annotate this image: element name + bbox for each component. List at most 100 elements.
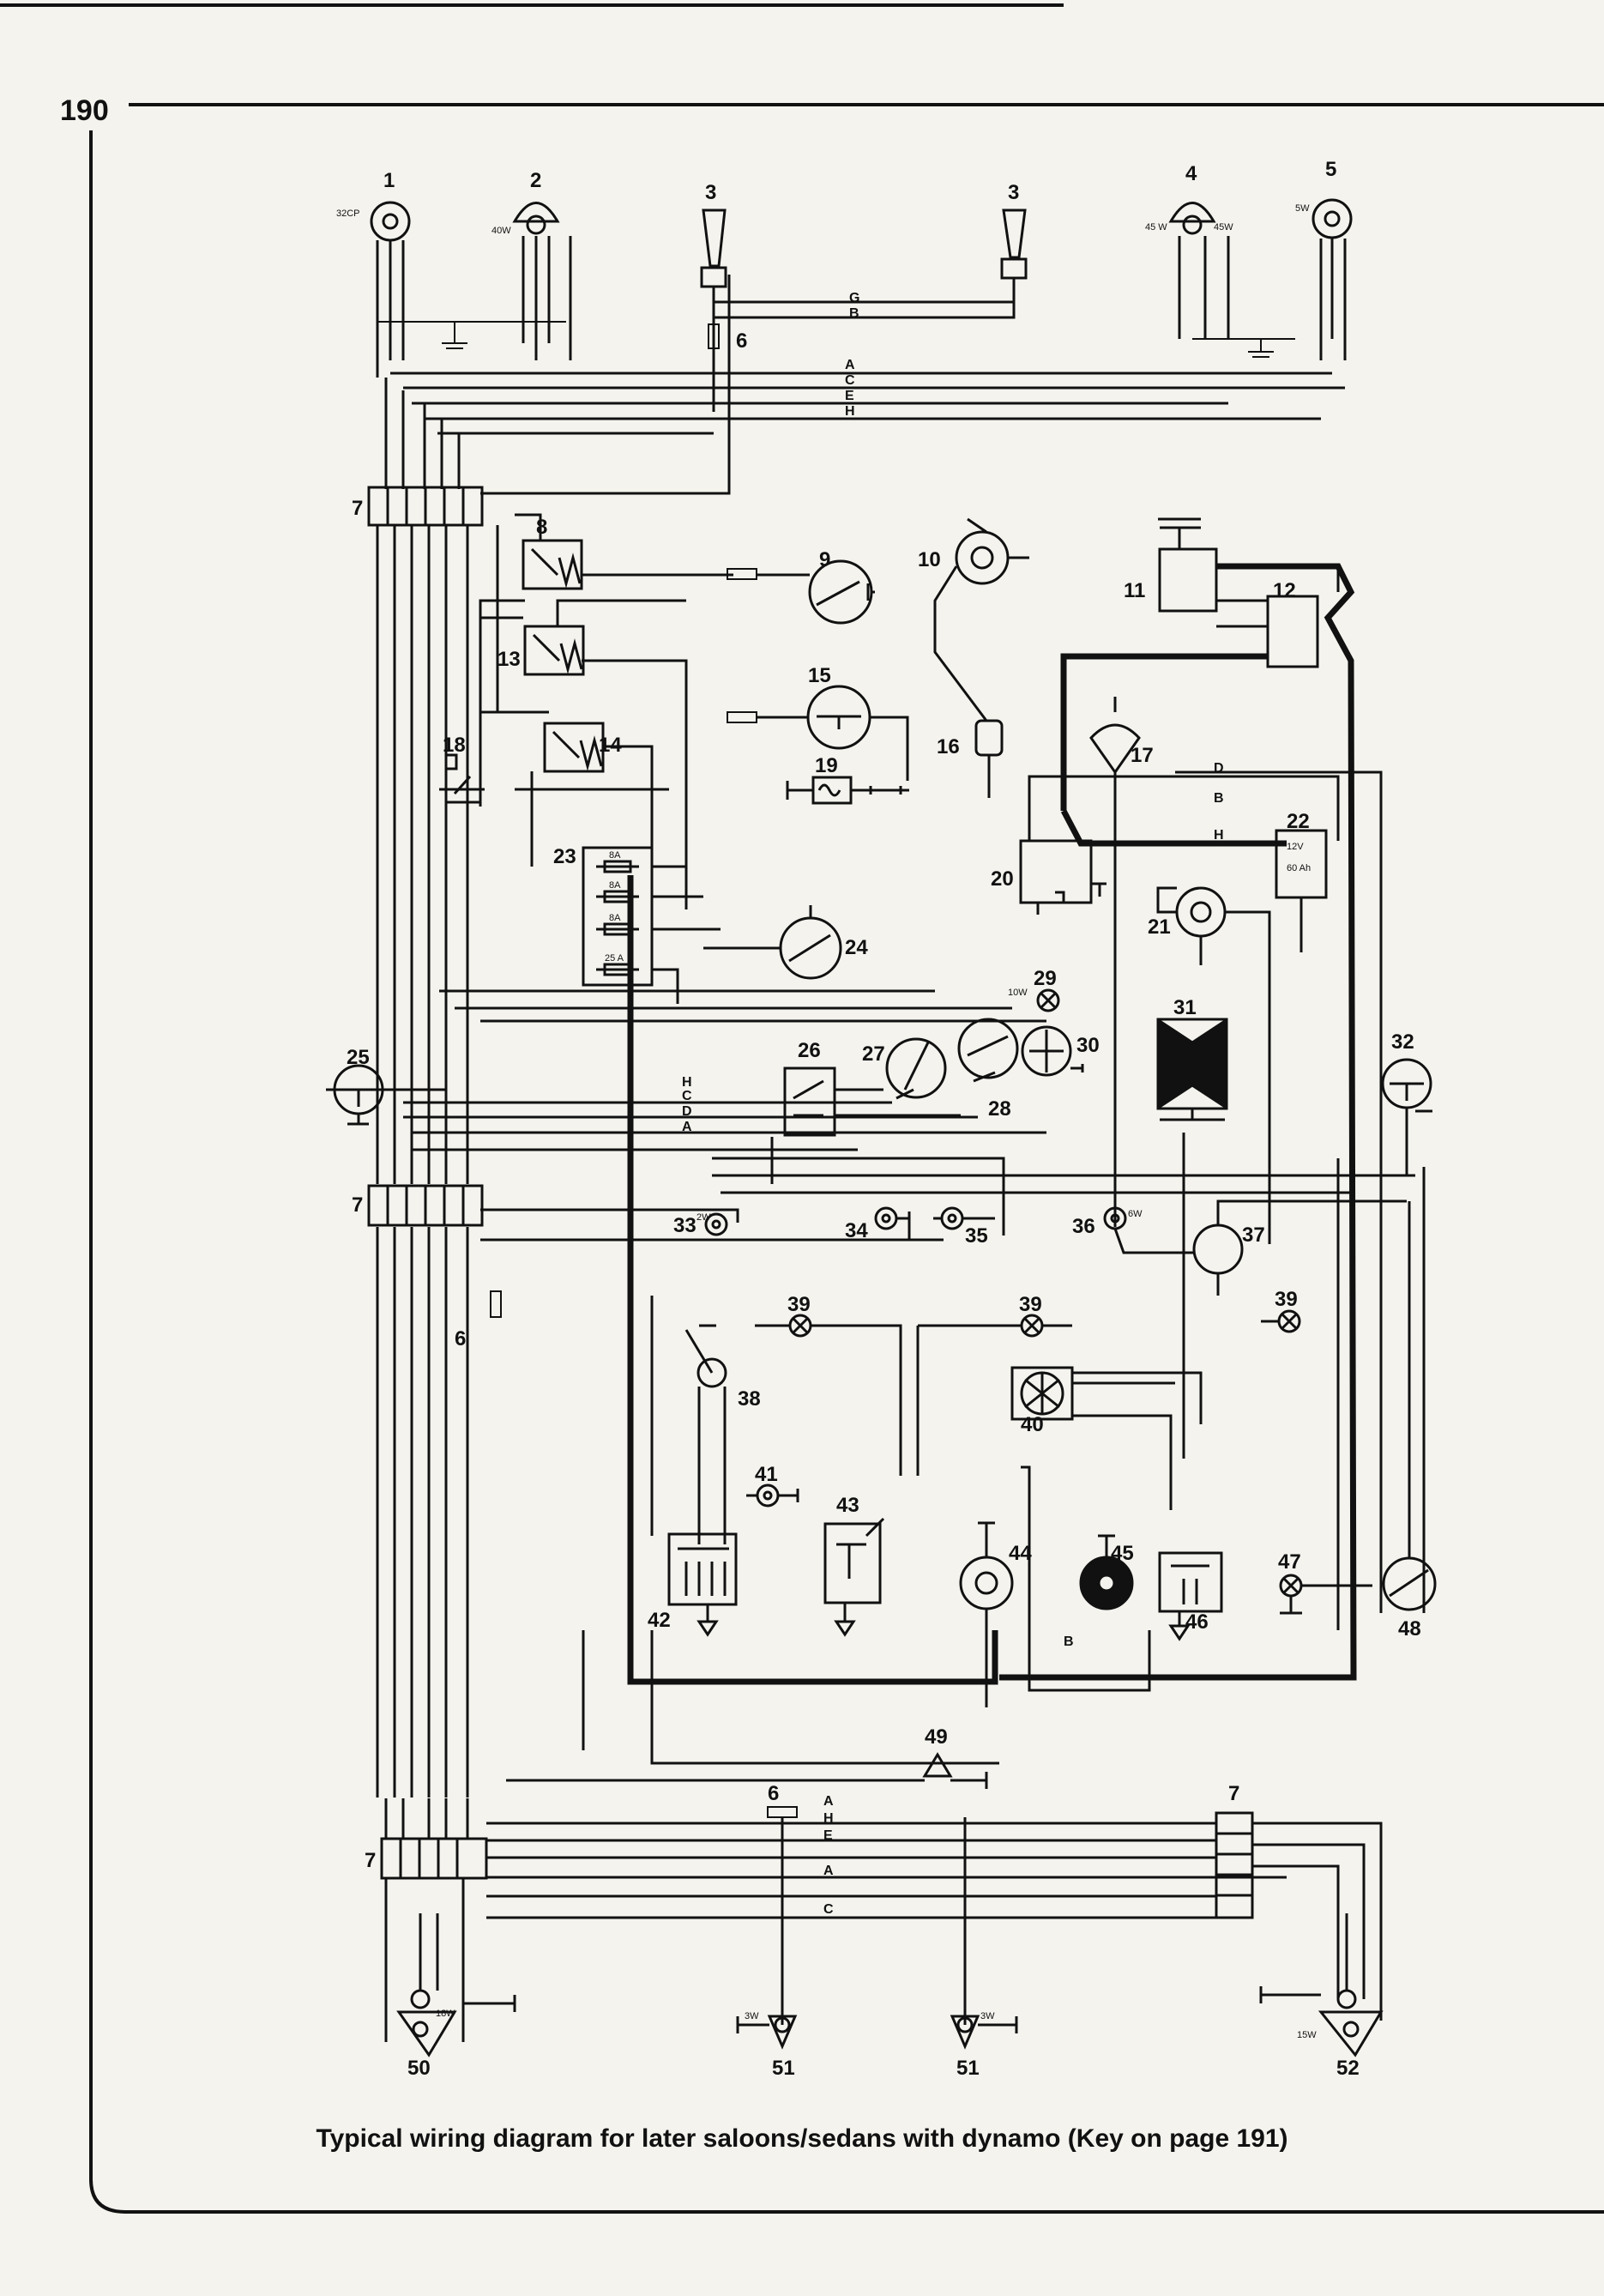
wire-code-low-a2: A xyxy=(823,1864,834,1878)
label-headlamp-right: 5 xyxy=(1325,158,1336,181)
fog-lamp-right xyxy=(1168,202,1230,339)
lamp-39-mid xyxy=(916,1314,1072,1476)
switch-18 xyxy=(439,753,485,804)
switch-38 xyxy=(650,1296,727,1544)
label-fan-40: 40 xyxy=(1021,1413,1044,1436)
label-gauge-24: 24 xyxy=(845,936,868,959)
gauge-24 xyxy=(703,905,842,980)
connector-6-top xyxy=(708,323,720,349)
wire-code-mid-a: A xyxy=(682,1120,692,1134)
label-switch-26: 26 xyxy=(798,1039,821,1062)
rating-5w: 5W xyxy=(1295,203,1310,214)
label-junction-mid: 7 xyxy=(352,1193,363,1217)
headlamp-right xyxy=(1312,198,1353,360)
label-fusebox: 23 xyxy=(553,845,576,868)
label-battery: 22 xyxy=(1287,810,1310,833)
generator-11 xyxy=(1158,517,1218,613)
wire-code-mid-c: C xyxy=(682,1089,692,1103)
horn-right xyxy=(714,208,1028,319)
label-starter: 20 xyxy=(991,867,1014,891)
label-lamp-39a: 39 xyxy=(787,1293,811,1316)
rating-3w-a: 3W xyxy=(745,2011,759,2021)
dashboard-harness xyxy=(326,989,1415,1242)
label-junction-low-left: 7 xyxy=(365,1849,376,1872)
rating-45w-b: 45W xyxy=(1214,222,1233,233)
heavy-charging-cable xyxy=(999,563,1357,1681)
label-switch-43: 43 xyxy=(836,1494,859,1517)
switch-26 xyxy=(783,1066,961,1137)
label-connector-low: 6 xyxy=(768,1782,779,1805)
label-plate-b: 51 xyxy=(956,2057,980,2080)
battery-22 xyxy=(1275,829,1328,952)
rating-6w: 6W xyxy=(1128,1209,1143,1219)
rear-lamp-50 xyxy=(396,1913,516,2057)
rating-fuse-2: 8A xyxy=(609,880,621,891)
wire-code-batt-b: B xyxy=(1214,791,1224,806)
fan-40 xyxy=(1010,1366,1203,1510)
switch-46 xyxy=(1158,1551,1223,1641)
junction-block-low-left xyxy=(380,1798,488,1880)
wire-code-batt-d: D xyxy=(1214,761,1224,776)
junction-block-top xyxy=(367,486,484,527)
label-plate-a: 51 xyxy=(772,2057,795,2080)
label-lamp-35: 35 xyxy=(965,1224,988,1248)
junction-block-low-right xyxy=(1215,1811,1254,1919)
wire-code-mid-d: D xyxy=(682,1104,692,1119)
lamp-32 xyxy=(1381,1058,1432,1175)
rear-lamp-52 xyxy=(1259,1913,1384,2057)
label-relay-13: 13 xyxy=(497,648,521,671)
ignition-44 xyxy=(959,1521,1014,1707)
wire-code-bus-h: H xyxy=(845,404,855,419)
wire-code-top-b: B xyxy=(849,306,859,321)
label-horn-45: 45 xyxy=(1111,1542,1134,1565)
switch-42 xyxy=(667,1532,738,1637)
lamp-47 xyxy=(1279,1574,1372,1615)
wire-code-bus-e: E xyxy=(845,389,854,403)
lamp-33 xyxy=(704,1212,728,1236)
wire-code-bus-c: C xyxy=(845,373,855,388)
label-generator: 11 xyxy=(1124,579,1145,602)
label-relay-14: 14 xyxy=(599,734,622,757)
sender-49 xyxy=(506,1752,988,1789)
headlamp-left xyxy=(370,201,411,378)
page-number: 190 xyxy=(60,94,109,127)
label-distributor: 10 xyxy=(918,548,941,571)
lamp-34 xyxy=(874,1206,911,1230)
fusebox-23 xyxy=(582,846,721,1004)
connector-6-row2 xyxy=(727,711,757,723)
lamp-25 xyxy=(333,1064,384,1126)
label-fog-left: 2 xyxy=(530,169,541,192)
warning-lamp-17 xyxy=(1089,697,1141,1227)
wire-code-low-e: E xyxy=(823,1828,833,1843)
label-sender-49: 49 xyxy=(925,1725,948,1749)
label-motor-37: 37 xyxy=(1242,1224,1265,1247)
label-switch-38: 38 xyxy=(738,1387,761,1411)
gauge-15 xyxy=(757,685,909,781)
heavy-battery-cable xyxy=(627,809,1287,1685)
label-lamp-36: 36 xyxy=(1072,1215,1095,1238)
switch-48 xyxy=(1382,1201,1437,1611)
wire-code-mid-h: H xyxy=(682,1075,692,1090)
plate-lamp-51b xyxy=(950,2015,1018,2050)
rating-45w: 45 W xyxy=(1145,222,1167,233)
horn-45 xyxy=(1079,1534,1134,1610)
rating-12v: 12V xyxy=(1287,842,1304,852)
starter-20 xyxy=(1019,775,1340,915)
gauge-9 xyxy=(757,559,875,625)
gauge-28 xyxy=(957,1018,1019,1083)
label-sender-19: 19 xyxy=(815,754,838,777)
label-motor-21: 21 xyxy=(1148,915,1171,939)
label-switch-42: 42 xyxy=(648,1609,671,1632)
label-switch-18: 18 xyxy=(443,734,466,757)
component-numbers: 1 2 3 3 4 5 6 7 8 9 10 11 12 13 14 15 16… xyxy=(347,158,1421,2080)
horn-left xyxy=(700,208,727,412)
relay-14 xyxy=(543,722,605,773)
lamp-39-left xyxy=(755,1314,902,1476)
coil-16 xyxy=(974,719,1004,798)
label-flasher-31-top: 31 xyxy=(1173,996,1197,1019)
flasher-31 xyxy=(1156,1018,1228,1459)
wire-code-low-a1: A xyxy=(823,1794,834,1809)
label-lamp-41: 41 xyxy=(755,1463,778,1486)
junction-block-mid xyxy=(367,1184,484,1227)
label-gauge-27: 27 xyxy=(862,1042,885,1066)
